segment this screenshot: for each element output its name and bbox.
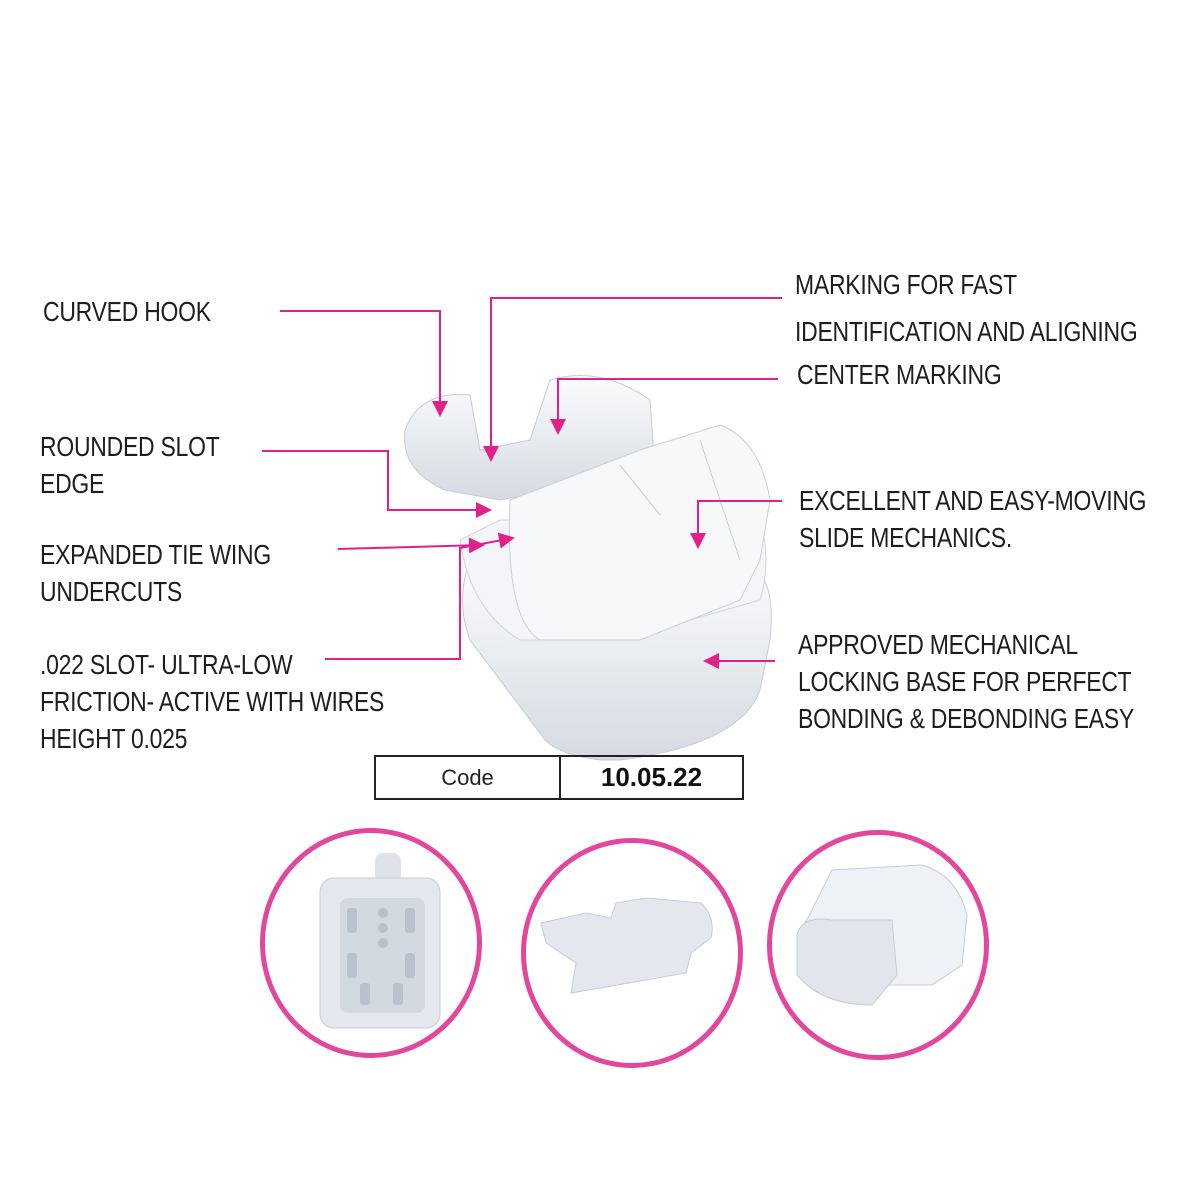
label-text: EDGE	[40, 468, 105, 499]
label-slot: .022 SLOT- ULTRA-LOW FRICTION- ACTIVE WI…	[40, 646, 384, 757]
label-text: HEIGHT 0.025	[40, 723, 188, 754]
label-center-marking: CENTER MARKING	[797, 356, 1002, 393]
label-marking: MARKING FOR FAST IDENTIFICATION AND ALIG…	[795, 261, 1138, 355]
label-text: APPROVED MECHANICAL	[798, 629, 1078, 660]
label-text: FRICTION- ACTIVE WITH WIRES	[40, 686, 385, 717]
label-text: SLIDE MECHANICS.	[799, 522, 1012, 553]
view-circle-angled	[767, 830, 989, 1060]
code-value: 10.05.22	[600, 762, 703, 792]
label-rounded-slot-edge: ROUNDED SLOT EDGE	[40, 428, 220, 502]
leader-lines	[262, 297, 782, 669]
label-text: UNDERCUTS	[40, 576, 182, 607]
label-text: CENTER MARKING	[797, 359, 1002, 390]
label-text: MARKING FOR FAST	[795, 269, 1017, 300]
label-text: LOCKING BASE FOR PERFECT	[798, 666, 1132, 697]
label-text: IDENTIFICATION AND ALIGNING	[795, 316, 1138, 347]
view-circle-base	[260, 828, 482, 1058]
code-label: Code	[376, 757, 561, 798]
label-curved-hook: CURVED HOOK	[43, 293, 211, 330]
code-table: Code 10.05.22	[374, 755, 744, 800]
label-text: EXCELLENT AND EASY-MOVING	[799, 485, 1147, 516]
label-text: ROUNDED SLOT	[40, 431, 220, 462]
label-locking-base: APPROVED MECHANICAL LOCKING BASE FOR PER…	[798, 626, 1134, 737]
label-text: BONDING & DEBONDING EASY	[798, 703, 1135, 734]
label-text: CURVED HOOK	[43, 296, 211, 327]
bracket-illustration	[404, 375, 772, 761]
label-tie-wing: EXPANDED TIE WING UNDERCUTS	[40, 536, 271, 610]
label-slide-mechanics: EXCELLENT AND EASY-MOVING SLIDE MECHANIC…	[799, 482, 1147, 556]
bracket-base-view	[319, 853, 441, 1029]
label-text: EXPANDED TIE WING	[40, 539, 271, 570]
label-text: .022 SLOT- ULTRA-LOW	[40, 649, 293, 680]
bracket-side-view	[540, 897, 713, 994]
bracket-angled-view	[796, 864, 968, 1006]
view-circle-side	[521, 838, 743, 1068]
